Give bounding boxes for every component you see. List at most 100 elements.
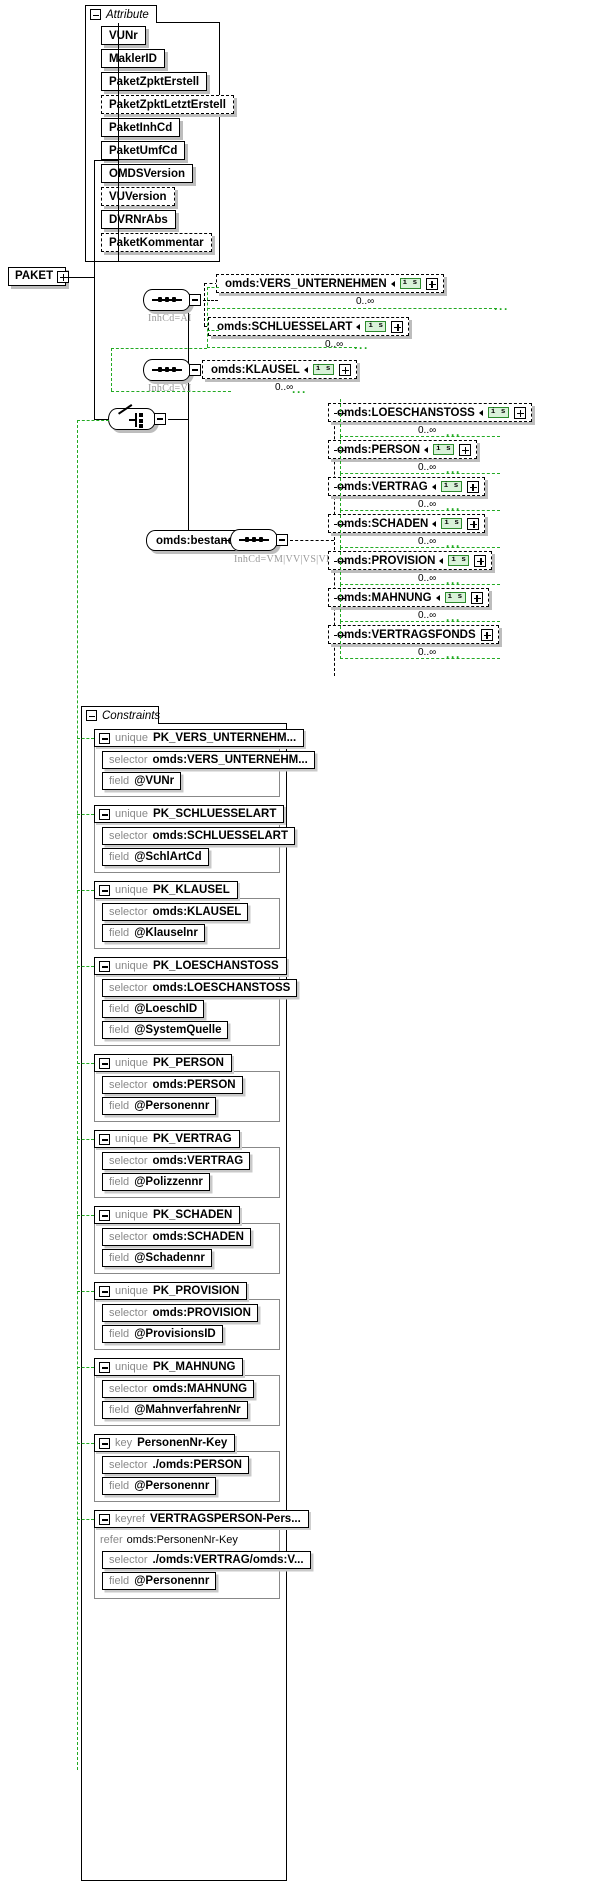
sequence-compositor-branch-2[interactable] — [143, 359, 201, 381]
constraint-field[interactable]: field@Polizzennr — [102, 1173, 210, 1191]
choice-stem — [129, 419, 137, 421]
element-vers-unternehmen[interactable]: omds:VERS_UNTERNEHMEN i s — [216, 274, 444, 293]
choice-collapse-icon[interactable] — [154, 413, 166, 425]
collapse-icon[interactable] — [99, 808, 110, 820]
collapse-icon[interactable] — [99, 1133, 110, 1145]
attribute-omdsversion[interactable]: OMDSVersion — [101, 164, 194, 183]
collapse-icon[interactable] — [99, 1361, 110, 1373]
choice-compositor[interactable] — [108, 404, 166, 430]
constraint-field[interactable]: field@MahnverfahrenNr — [102, 1401, 248, 1419]
green-highlight — [340, 473, 500, 474]
constraint-field[interactable]: field@ProvisionsID — [102, 1325, 223, 1343]
sequence-collapse-icon-1[interactable] — [189, 294, 201, 306]
root-element-paket[interactable]: PAKET — [8, 267, 70, 286]
element-label: omds:PERSON — [337, 443, 421, 456]
attribute-maklerid[interactable]: MaklerID — [101, 49, 165, 68]
attribute-paketzpktletzterstell[interactable]: PaketZpktLetztErstell — [101, 95, 234, 114]
collapse-icon[interactable] — [99, 884, 110, 896]
constraint-field[interactable]: field@SystemQuelle — [102, 1021, 229, 1039]
attribute-paketinhcd[interactable]: PaketInhCd — [101, 118, 181, 137]
constraint-field[interactable]: field@Personennr — [102, 1572, 217, 1590]
green-highlight — [340, 436, 500, 437]
attribute-paketkommentar[interactable]: PaketKommentar — [101, 233, 212, 252]
sequence-compositor-branch-1[interactable] — [143, 289, 201, 311]
element-klausel[interactable]: omds:KLAUSEL i s — [202, 360, 357, 379]
constraint-field[interactable]: field@SchlArtCd — [102, 848, 209, 866]
constraints-frame — [81, 723, 287, 1881]
expand-icon[interactable] — [466, 480, 479, 493]
attribute-vuversion[interactable]: VUVersion — [101, 187, 175, 206]
sequence-collapse-icon-3[interactable] — [276, 534, 288, 546]
constraint-field[interactable]: field@Personennr — [102, 1097, 217, 1115]
constraint-field[interactable]: field@Klauselnr — [102, 924, 205, 942]
attribute-paketzpkterstell[interactable]: PaketZpktErstell — [101, 72, 208, 91]
sequence-collapse-icon-2[interactable] — [189, 364, 201, 376]
element-schluesselart[interactable]: omds:SCHLUESSELART i s — [208, 317, 410, 336]
selector-value: ./omds:VERTRAG/omds:V... — [152, 1554, 304, 1566]
expand-icon[interactable] — [480, 628, 493, 641]
attribute-dvrnrabs[interactable]: DVRNrAbs — [101, 210, 176, 229]
collapse-icon[interactable] — [99, 1437, 110, 1449]
attribute-vunr[interactable]: VUNr — [101, 26, 146, 45]
constraint-field[interactable]: field@Schadennr — [102, 1249, 212, 1267]
constraint-selector[interactable]: selector ./omds:VERTRAG/omds:V... — [102, 1551, 311, 1569]
constraints-tab[interactable]: Constraints — [81, 706, 161, 724]
expand-icon[interactable] — [57, 270, 70, 283]
collapse-icon[interactable] — [99, 1513, 110, 1525]
expand-icon[interactable] — [338, 363, 351, 376]
expand-icon[interactable] — [459, 443, 472, 456]
collapse-icon[interactable] — [99, 1285, 110, 1297]
expand-icon[interactable] — [474, 554, 487, 567]
collapse-icon[interactable] — [90, 9, 101, 20]
collapse-icon[interactable] — [99, 960, 110, 972]
collapse-icon[interactable] — [99, 732, 110, 744]
expand-icon[interactable] — [513, 406, 526, 419]
occurrence-label: 0..∞ — [418, 499, 437, 510]
collapse-icon[interactable] — [99, 1209, 110, 1221]
attribute-paketumfcd[interactable]: PaketUmfCd — [101, 141, 186, 160]
element-vertragsfonds[interactable]: omds:VERTRAGSFONDS — [328, 625, 499, 644]
attribute-group-tab[interactable]: Attribute — [85, 5, 157, 23]
collapse-icon[interactable] — [86, 710, 97, 721]
expand-icon[interactable] — [425, 277, 438, 290]
constraint-field[interactable]: field@Personennr — [102, 1477, 217, 1495]
expand-icon[interactable] — [467, 517, 480, 530]
constraint-field[interactable]: field@LoeschID — [102, 1000, 205, 1018]
expand-icon[interactable] — [470, 591, 483, 604]
selector-key: selector — [109, 1554, 148, 1566]
constraint-field[interactable]: field@VUNr — [102, 772, 182, 790]
expand-icon[interactable] — [391, 320, 404, 333]
constraint-selector[interactable]: selector./omds:PERSON — [102, 1456, 249, 1474]
collapse-icon[interactable] — [99, 1057, 110, 1069]
sequence-compositor-bestand[interactable] — [230, 529, 288, 551]
field-key: field — [109, 1003, 130, 1015]
connector-choice-out — [168, 419, 188, 420]
constraints-title: Constraints — [102, 709, 161, 722]
